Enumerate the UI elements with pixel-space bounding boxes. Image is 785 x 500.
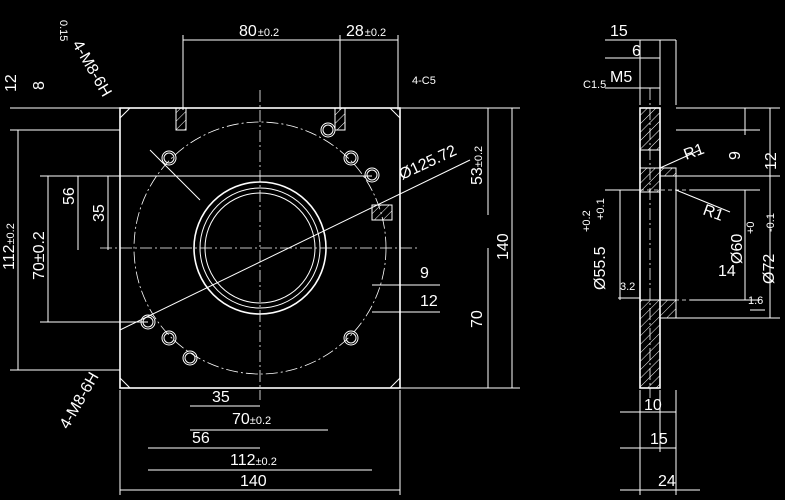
svg-text:-0.1: -0.1 (765, 213, 777, 232)
svg-text:28±0.2: 28±0.2 (346, 23, 386, 40)
svg-text:M5: M5 (610, 69, 632, 86)
svg-text:35: 35 (212, 389, 230, 406)
svg-text:140: 140 (495, 233, 512, 260)
svg-text:9: 9 (420, 265, 429, 282)
thread-bottom-label: 4-M8-6H (57, 370, 103, 432)
svg-text:+0: +0 (745, 221, 757, 234)
svg-text:56: 56 (192, 430, 210, 447)
svg-text:C1.5: C1.5 (583, 79, 606, 91)
side-view (639, 88, 690, 398)
svg-text:Ø55.5: Ø55.5 (592, 246, 609, 290)
svg-text:6: 6 (632, 43, 641, 60)
side-text: 15 6 M5 C1.5 R1 R1 9 12 Ø55.5 +0.2 +0.1 … (581, 23, 780, 490)
svg-text:+0.2: +0.2 (581, 210, 593, 232)
diameter-label: Ø125.72 (397, 142, 460, 183)
svg-text:70: 70 (469, 310, 486, 328)
thread-top-label: 4-M8-6H (69, 38, 115, 100)
svg-text:70±0.2: 70±0.2 (31, 231, 48, 280)
svg-text:56: 56 (61, 187, 78, 205)
svg-text:14: 14 (718, 263, 736, 280)
chamfer-label: 4-C5 (412, 75, 436, 87)
front-view (100, 90, 471, 400)
svg-text:24: 24 (658, 473, 676, 490)
svg-text:9: 9 (727, 151, 744, 160)
svg-text:3.2: 3.2 (620, 281, 635, 293)
mounting-holes (140, 122, 380, 366)
tolerance-box: 0.15 (57, 20, 69, 41)
svg-text:12: 12 (420, 293, 438, 310)
dim-80: 80 (239, 23, 257, 40)
svg-text:+0.1: +0.1 (595, 198, 607, 220)
svg-text:R1: R1 (682, 141, 707, 164)
svg-text:35: 35 (91, 204, 108, 222)
svg-text:12: 12 (3, 74, 20, 92)
svg-text:112±0.2: 112±0.2 (1, 223, 18, 270)
svg-text:112±0.2: 112±0.2 (230, 452, 277, 469)
side-dimensions (605, 39, 780, 495)
svg-text:140: 140 (240, 473, 267, 490)
front-text: 80±0.2 28±0.2 4-C5 4-M8-6H 4-M8-6H 0.15 … (1, 20, 512, 490)
svg-text:R1: R1 (701, 202, 726, 225)
svg-text:53±0.2: 53±0.2 (469, 146, 486, 185)
bore-outer (193, 181, 327, 315)
front-dimensions (10, 35, 520, 495)
svg-text:15: 15 (650, 431, 668, 448)
svg-text:80±0.2: 80±0.2 (239, 23, 279, 40)
svg-text:Ø60: Ø60 (729, 234, 746, 264)
svg-text:8: 8 (31, 81, 48, 90)
svg-text:10: 10 (644, 397, 662, 414)
svg-text:15: 15 (610, 23, 628, 40)
svg-text:1.6: 1.6 (748, 295, 763, 307)
svg-text:12: 12 (763, 152, 780, 170)
svg-text:70±0.2: 70±0.2 (232, 411, 271, 428)
svg-text:Ø72: Ø72 (761, 254, 778, 284)
